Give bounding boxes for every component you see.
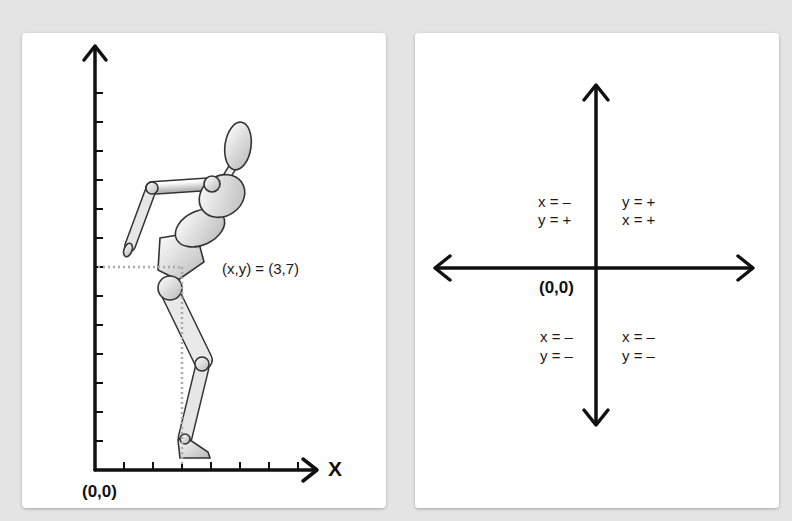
axis-label: X: [328, 457, 342, 481]
axes: [84, 46, 317, 481]
sign-label: y = +: [622, 193, 655, 210]
panel-ground: [22, 33, 386, 508]
quadrant-panel: x = –y = +y = +x = +(0,0)x = –y = –x = –…: [415, 33, 779, 508]
sign-label: y = –: [540, 347, 573, 364]
cross-axes: [435, 85, 753, 425]
sign-label: y = –: [622, 347, 655, 364]
sign-label: x = –: [622, 328, 655, 345]
plot-panel: (x,y) = (3,7) X (0,0): [22, 33, 386, 508]
sign-label: x = +: [622, 211, 655, 228]
origin-label: (0,0): [539, 278, 574, 298]
panel-ground: [415, 33, 779, 508]
mannequin-figure: [122, 120, 254, 458]
sign-label: y = +: [538, 211, 571, 228]
origin-label: (0,0): [82, 482, 117, 502]
sign-label: x = –: [538, 193, 571, 210]
guide-lines: [98, 267, 182, 467]
axis-ticks: [95, 93, 298, 470]
point-label: (x,y) = (3,7): [222, 260, 299, 277]
sign-label: x = –: [540, 328, 573, 345]
